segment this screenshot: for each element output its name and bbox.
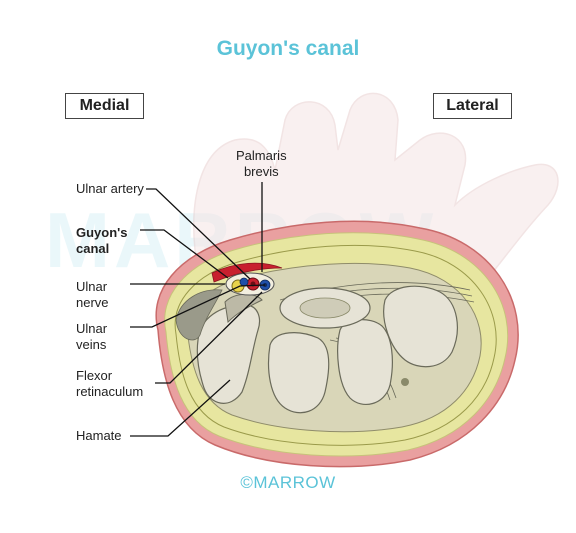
leader-flexor-retinaculum	[155, 291, 263, 384]
label-flexor-retinaculum: Flexor retinaculum	[76, 368, 144, 399]
label-guyons-canal: Guyon's canal	[76, 225, 128, 256]
trapezium-bone	[383, 285, 458, 368]
label-ulnar-veins: Ulnar veins	[76, 321, 108, 352]
medial-label: Medial	[65, 93, 144, 119]
trapezoid-bone	[337, 319, 393, 406]
label-palmaris-brevis: Palmaris brevis	[236, 148, 287, 179]
fascia-line	[174, 244, 497, 446]
copyright-mark: ©MARROW	[240, 473, 336, 492]
label-ulnar-nerve: Ulnar nerve	[76, 279, 109, 310]
palmaris-brevis-muscle	[211, 262, 283, 283]
small-vessel	[401, 378, 409, 386]
leader-ulnar-artery	[146, 188, 251, 280]
diagram-title: Guyon's canal	[216, 37, 360, 60]
leader-ulnar-veins	[130, 284, 266, 328]
label-ulnar-artery: Ulnar artery	[76, 181, 144, 196]
ulnar-vein-medial	[239, 277, 249, 287]
label-hamate: Hamate	[76, 428, 122, 443]
leader-lines	[130, 182, 266, 437]
leader-hamate	[130, 379, 231, 437]
leader-guyons-canal	[140, 229, 229, 279]
lateral-label: Lateral	[433, 93, 512, 119]
capitate-bone	[267, 332, 330, 414]
hypothenar-muscle	[175, 289, 223, 341]
